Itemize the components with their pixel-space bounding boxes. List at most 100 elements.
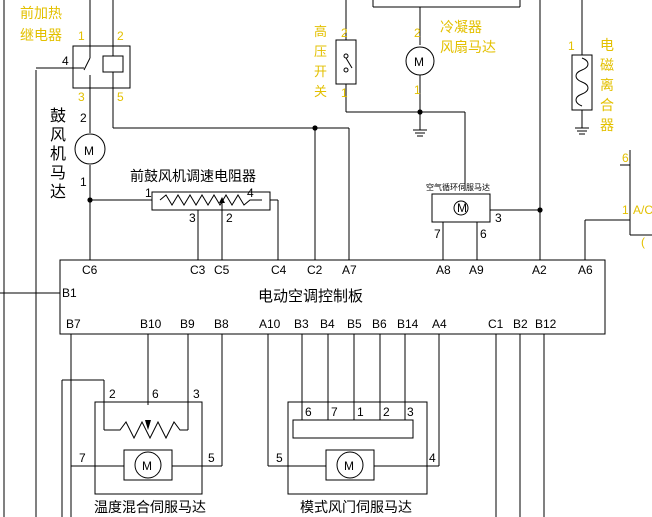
blower-label-4: 马	[50, 163, 66, 182]
controller-pin-B1: B1	[62, 286, 77, 300]
mode-door-servo: M 6 7 1 2 3 5 4 模式风门伺服马达	[276, 401, 436, 516]
controller-pin-C5: C5	[214, 263, 230, 277]
condenser-fan-label-1: 冷凝器	[440, 20, 482, 36]
mode-servo-pin-5: 5	[276, 451, 283, 465]
magnetic-clutch: 1 电 磁 离 合 器	[568, 38, 614, 134]
front-relay: 前加热 继电器 4 1 2 3 5	[20, 5, 131, 104]
recirc-servo-pin-6: 6	[480, 227, 487, 241]
controller-pin-A10: A10	[259, 317, 281, 331]
front-relay-pin-1: 1	[78, 29, 85, 43]
condenser-fan-label-2: 风扇马达	[440, 40, 496, 56]
right-edge-k: (	[641, 235, 645, 249]
temp-servo-label: 温度混合伺服马达	[94, 500, 206, 516]
controller-pin-B8: B8	[214, 317, 229, 331]
svg-text:M: M	[142, 459, 152, 473]
condenser-fan-pin-2: 2	[414, 26, 421, 40]
pressure-switch-pin-2: 2	[341, 26, 348, 40]
controller-pin-B6: B6	[372, 317, 387, 331]
recirc-servo-pin-7: 7	[434, 227, 441, 241]
resistor-pin-2: 2	[226, 211, 233, 225]
temp-blend-servo: M 2 6 3 7 5 温度混合伺服马达	[79, 387, 215, 516]
mode-servo-pin-1: 1	[357, 405, 364, 419]
controller-pin-C1: C1	[488, 317, 504, 331]
recirc-servo-pin-3: 3	[495, 211, 502, 225]
recirc-servo: M 空气循环伺服马达 7 6 3	[426, 182, 502, 241]
temp-servo-pin-3: 3	[193, 387, 200, 401]
clutch-label-4: 合	[600, 98, 614, 114]
right-edge-ac: A/C	[633, 203, 652, 217]
temp-servo-motor-icon	[134, 451, 162, 479]
clutch-label-1: 电	[600, 38, 614, 54]
recirc-servo-icon	[453, 200, 469, 216]
blower-pin-1: 1	[80, 175, 87, 189]
speed-resistor: 前鼓风机调速电阻器 1 3 2 4	[130, 168, 271, 225]
magnetic-clutch-pin-1: 1	[568, 39, 575, 53]
controller-pin-B4: B4	[320, 317, 335, 331]
pressure-switch-label-3: 开	[314, 65, 327, 80]
mode-servo-pin-3: 3	[407, 405, 414, 419]
blower-motor: M 2 1 鼓 风 机 马 达	[50, 106, 106, 201]
pressure-switch-pin-1: 1	[341, 86, 348, 100]
blower-label-2: 风	[50, 125, 66, 144]
temp-servo-pin-7: 7	[79, 451, 86, 465]
mode-servo-pin-2: 2	[383, 405, 390, 419]
controller-label: 电动空调控制板	[258, 287, 363, 305]
svg-text:M: M	[414, 55, 424, 69]
clutch-label-3: 离	[600, 77, 614, 94]
controller-pin-B7: B7	[66, 317, 81, 331]
front-relay-label-2: 继电器	[20, 28, 62, 44]
blower-label-1: 鼓	[50, 106, 66, 125]
controller-pin-C3: C3	[190, 263, 206, 277]
svg-text:M: M	[84, 144, 94, 158]
clutch-label-5: 器	[600, 118, 614, 134]
resistor-label: 前鼓风机调速电阻器	[130, 168, 256, 185]
temp-servo-pin-6: 6	[152, 387, 159, 401]
mode-servo-label: 模式风门伺服马达	[300, 500, 412, 516]
pressure-switch-label-4: 关	[314, 85, 327, 100]
controller-pin-A6: A6	[578, 263, 593, 277]
controller-pin-A8: A8	[436, 263, 451, 277]
controller-pin-B9: B9	[180, 317, 195, 331]
controller-pin-B12: B12	[535, 317, 557, 331]
condenser-fan-pin-1: 1	[414, 83, 421, 97]
temp-servo-pin-2: 2	[109, 387, 116, 401]
blower-label-5: 达	[50, 182, 66, 201]
controller-pin-B14: B14	[397, 317, 419, 331]
controller-pin-A4: A4	[432, 317, 447, 331]
controller-pin-C2: C2	[307, 263, 323, 277]
pressure-switch-label-1: 高	[314, 24, 327, 40]
mode-servo-pin-7: 7	[331, 405, 338, 419]
recirc-servo-label: 空气循环伺服马达	[426, 182, 490, 192]
resistor-pin-1: 1	[145, 186, 152, 200]
right-edge-component: 6 1 A/C (	[622, 151, 652, 249]
resistor-pin-3: 3	[189, 211, 196, 225]
controller-pin-C4: C4	[271, 263, 287, 277]
controller-pin-A9: A9	[469, 263, 484, 277]
svg-text:M: M	[344, 459, 354, 473]
front-relay-pin-5: 5	[117, 90, 124, 104]
condenser-fan-motor: M 2 1 冷凝器 风扇马达	[405, 20, 496, 97]
pressure-switch-label-2: 压	[314, 45, 327, 60]
front-relay-label-1: 前加热	[20, 5, 62, 22]
front-relay-pin-2: 2	[117, 29, 124, 43]
svg-text:M: M	[457, 201, 467, 215]
blower-motor-icon	[74, 133, 106, 165]
right-edge-pin-1: 1	[622, 203, 629, 217]
blower-pin-2: 2	[80, 111, 87, 125]
front-relay-pin-3: 3	[78, 90, 85, 104]
controller-pin-C6: C6	[82, 263, 98, 277]
controller-pin-B5: B5	[347, 317, 362, 331]
ac-controller: 电动空调控制板 B1 C6 C3 C5 C4 C2 A7 A8 A9 A2 A6…	[59, 259, 606, 335]
resistor-pin-4: 4	[247, 186, 254, 200]
controller-pin-B10: B10	[140, 317, 162, 331]
pressure-switch: 2 1 高 压 开 关	[314, 24, 357, 100]
controller-pin-B3: B3	[294, 317, 309, 331]
mode-servo-pin-6: 6	[305, 405, 312, 419]
temp-servo-pin-5: 5	[208, 451, 215, 465]
controller-pin-B2: B2	[513, 317, 528, 331]
controller-pin-A7: A7	[342, 263, 357, 277]
clutch-label-2: 磁	[600, 58, 614, 74]
junction-dots	[87, 109, 543, 213]
